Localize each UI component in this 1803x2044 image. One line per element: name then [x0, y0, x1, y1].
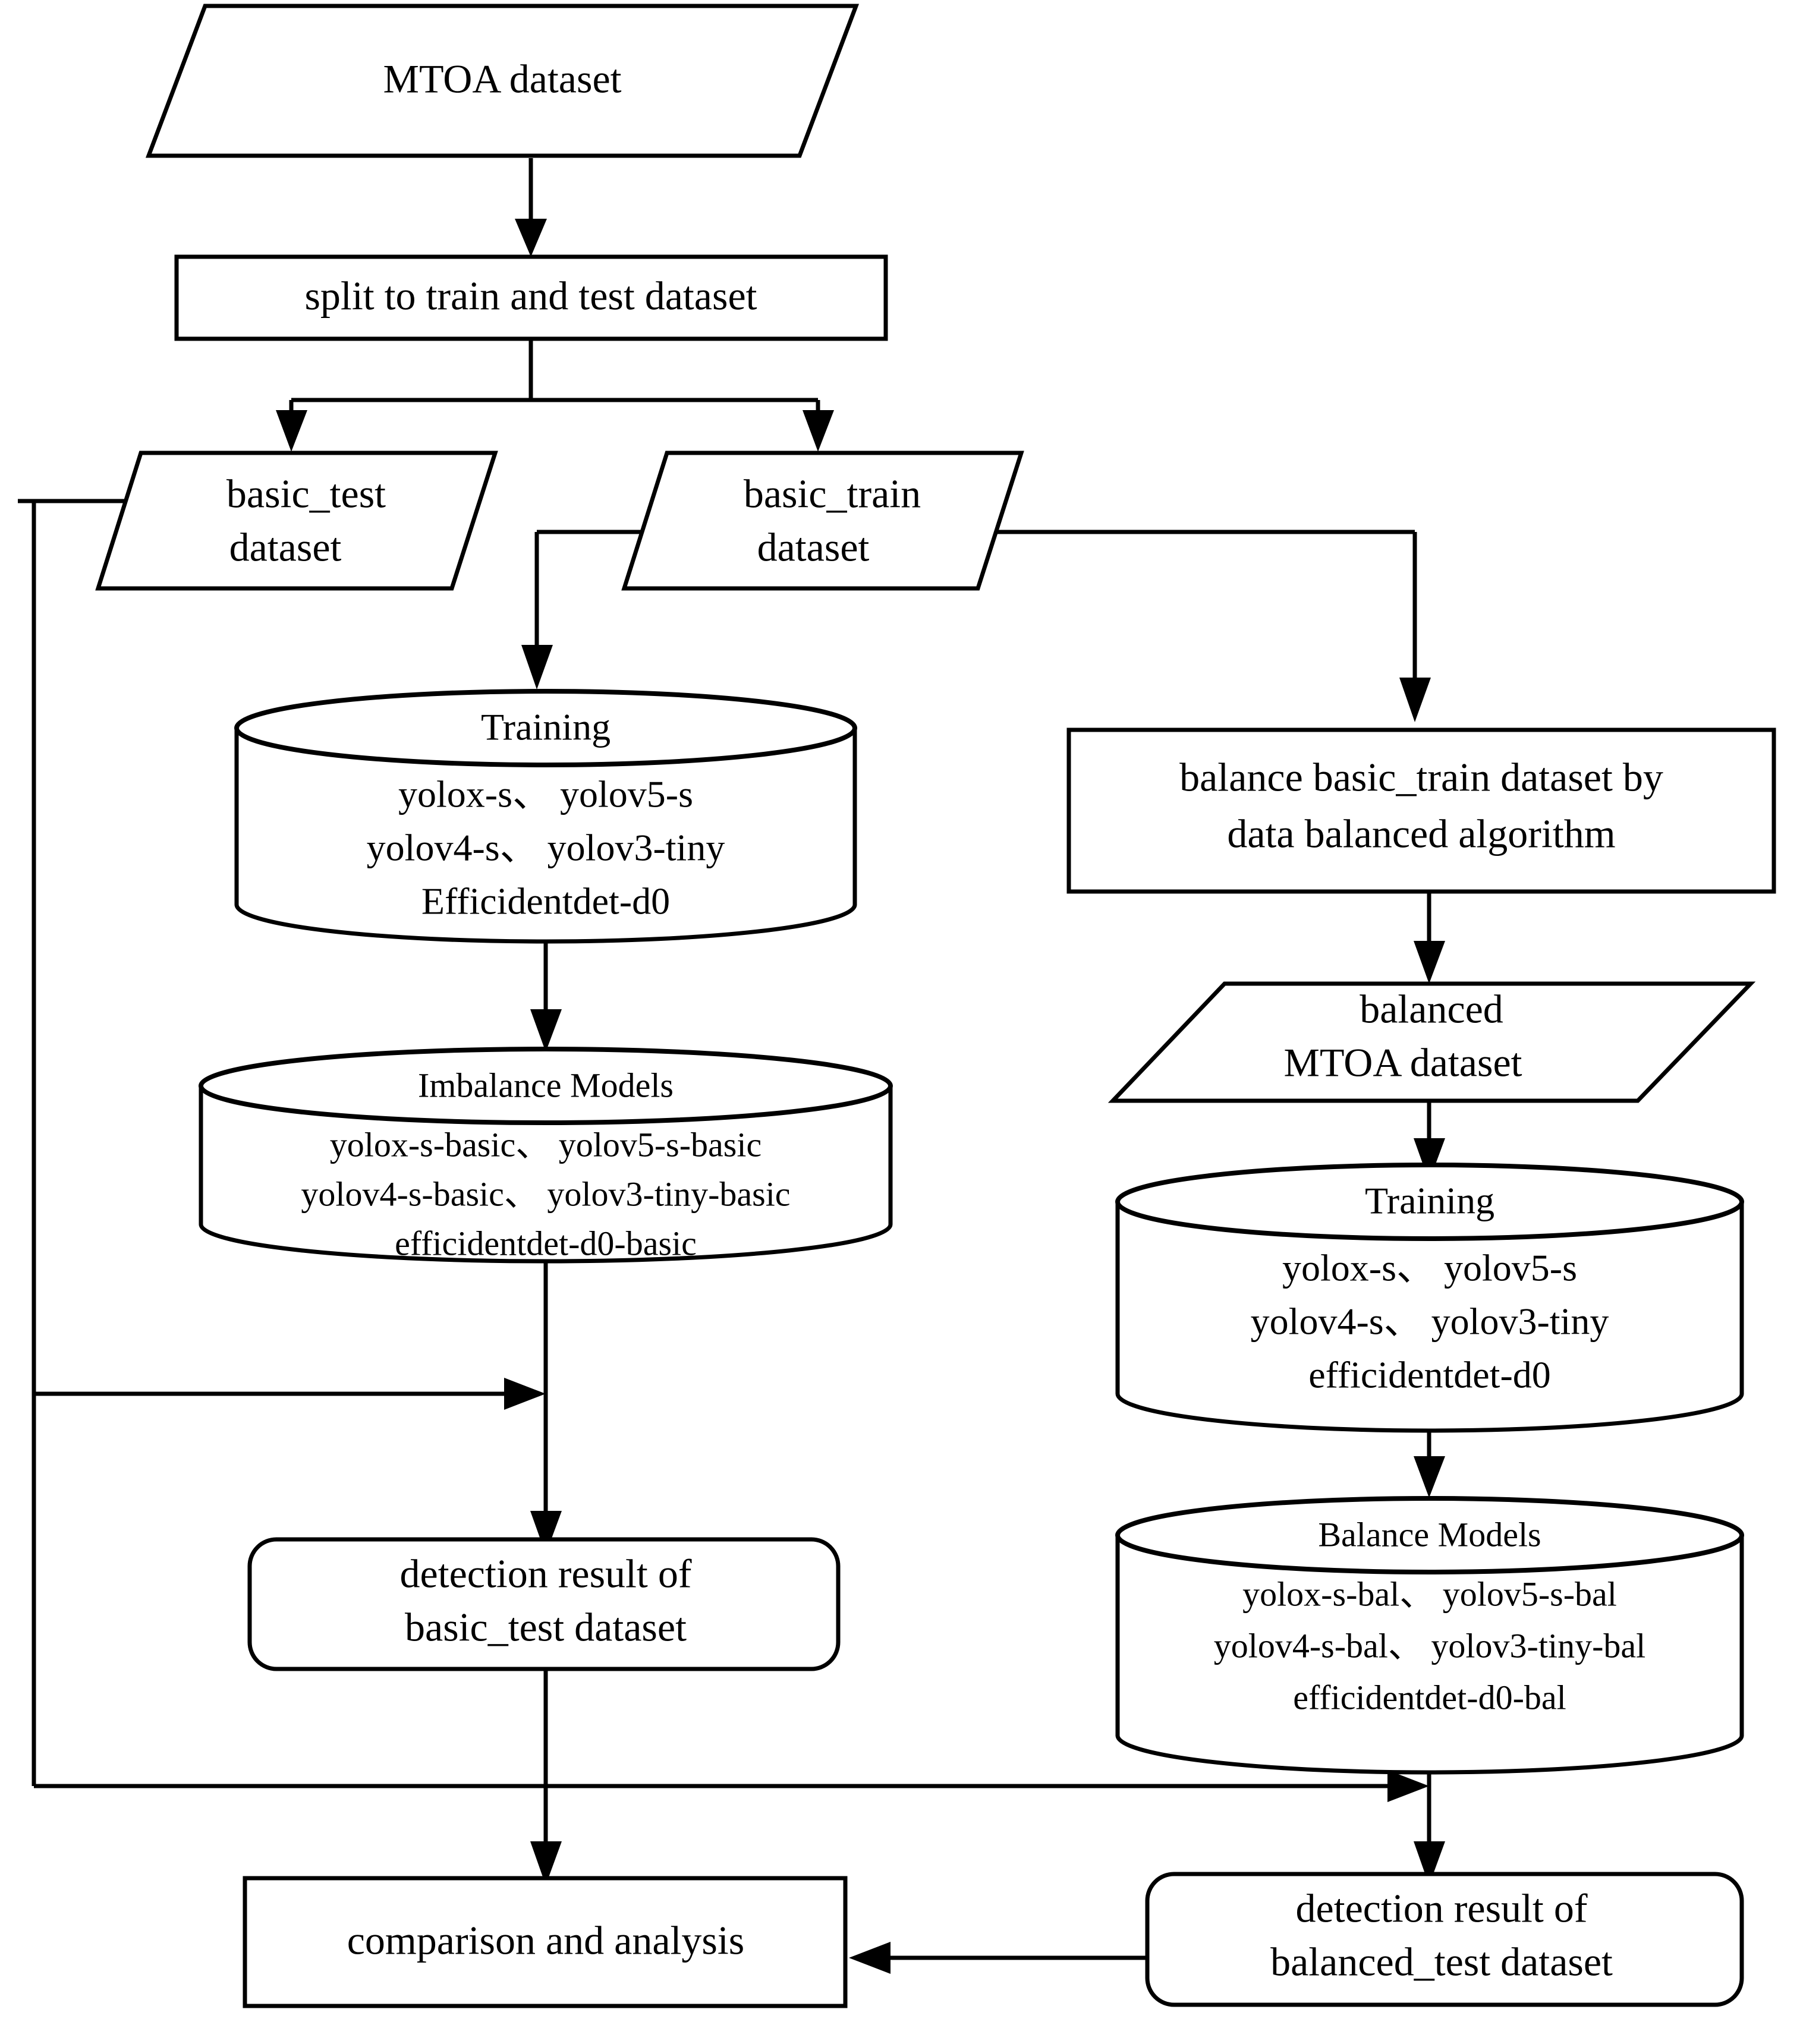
node-balanced-mtoa[interactable]: balanced MTOA dataset — [1107, 981, 1756, 1103]
balance-algorithm-line2: data balanced algorithm — [1227, 811, 1615, 856]
imbalance-models-line3: efficidentdet-d0-basic — [395, 1224, 697, 1262]
detect-balanced-shape[interactable] — [1145, 1872, 1744, 2007]
node-basic-test[interactable]: basic_test dataset — [95, 451, 498, 591]
balance-models-line3: efficidentdet-d0-bal — [1293, 1678, 1566, 1717]
imbalance-models-body[interactable] — [199, 1086, 893, 1264]
arrowhead-comparison-side-in — [849, 1942, 891, 1974]
node-detect-basic[interactable]: detection result of basic_test dataset — [247, 1537, 841, 1671]
balance-models-top[interactable] — [1115, 1496, 1744, 1574]
node-balance-models[interactable]: Balance Models yolox-s-bal、 yolov5-s-bal… — [1115, 1496, 1744, 1775]
training-left-line1: yolox-s、 yolov5-s — [398, 773, 693, 815]
arrowhead-detect-basic-in — [530, 1511, 562, 1554]
balance-models-line2: yolov4-s-bal、 yolov3-tiny-bal — [1214, 1626, 1646, 1665]
node-training-right[interactable]: Training yolox-s、 yolov5-s yolov4-s、 yol… — [1115, 1163, 1744, 1433]
mtoa-dataset-label: MTOA dataset — [383, 56, 621, 102]
arrowhead-detect-basic-side — [504, 1378, 546, 1410]
imbalance-models-top[interactable] — [199, 1047, 893, 1125]
imbalance-models-line2: yolov4-s-basic、 yolov3-tiny-basic — [301, 1174, 790, 1213]
arrowhead-balanced-mtoa-in — [1414, 941, 1445, 984]
balance-models-line1: yolox-s-bal、 yolov5-s-bal — [1242, 1574, 1617, 1613]
basic-test-label-line1: basic_test — [226, 471, 386, 516]
node-comparison[interactable]: comparison and analysis — [243, 1876, 848, 2008]
detect-balanced-line2: balanced_test dataset — [1270, 1939, 1613, 1985]
balanced-mtoa-shape[interactable] — [1107, 981, 1756, 1103]
node-basic-train[interactable]: basic_train dataset — [621, 451, 1024, 591]
arrowhead-balance-models-in — [1414, 1456, 1445, 1498]
balanced-mtoa-line2: MTOA dataset — [1283, 1040, 1522, 1085]
imbalance-models-title: Imbalance Models — [418, 1066, 674, 1104]
split-box-shape[interactable] — [174, 254, 888, 341]
basic-train-shape[interactable] — [621, 451, 1024, 591]
node-mtoa-dataset[interactable]: MTOA dataset — [145, 4, 860, 158]
training-right-title: Training — [1365, 1180, 1494, 1222]
detect-basic-line2: basic_test dataset — [405, 1605, 687, 1650]
training-right-line1: yolox-s、 yolov5-s — [1282, 1247, 1577, 1289]
arrowhead-comparison-top-in — [530, 1841, 562, 1885]
arrowhead-right-column-side — [1387, 1770, 1429, 1802]
arrowhead-detect-balanced-in — [1414, 1841, 1445, 1885]
comparison-label: comparison and analysis — [347, 1918, 745, 1963]
comparison-shape[interactable] — [243, 1876, 848, 2008]
training-left-body[interactable] — [234, 728, 857, 944]
arrowhead-basic-train-in — [803, 410, 834, 452]
basic-test-shape[interactable] — [95, 451, 498, 591]
basic-train-label-line1: basic_train — [744, 471, 921, 516]
training-right-top[interactable] — [1115, 1163, 1744, 1241]
balanced-mtoa-line1: balanced — [1360, 987, 1503, 1032]
split-box-label: split to train and test dataset — [304, 273, 757, 319]
training-left-top[interactable] — [234, 689, 857, 767]
training-right-line2: yolov4-s、 yolov3-tiny — [1251, 1300, 1609, 1343]
basic-train-label-line2: dataset — [757, 525, 870, 570]
detect-balanced-line1: detection result of — [1296, 1886, 1588, 1931]
arrowhead-split-in — [515, 219, 547, 257]
balance-models-body[interactable] — [1115, 1535, 1744, 1775]
training-right-line3: efficidentdet-d0 — [1308, 1354, 1551, 1396]
arrowhead-balance-algo-in — [1399, 678, 1431, 722]
training-left-line2: yolov4-s、 yolov3-tiny — [367, 827, 725, 869]
mtoa-dataset-shape[interactable] — [145, 4, 860, 158]
balance-algorithm-shape[interactable] — [1066, 727, 1776, 894]
arrowhead-basic-test-in — [276, 410, 307, 452]
training-left-line3: Efficidentdet-d0 — [421, 880, 670, 922]
detect-basic-line1: detection result of — [400, 1551, 692, 1596]
arrowhead-training-right-in — [1414, 1138, 1445, 1182]
node-balance-algorithm[interactable]: balance basic_train dataset by data bala… — [1066, 727, 1776, 894]
arrowhead-training-left-in — [521, 645, 553, 689]
detect-basic-shape[interactable] — [247, 1537, 841, 1671]
training-left-title: Training — [481, 706, 611, 748]
node-training-left[interactable]: Training yolox-s、 yolov5-s yolov4-s、 yol… — [234, 689, 857, 944]
node-imbalance-models[interactable]: Imbalance Models yolox-s-basic、 yolov5-s… — [199, 1047, 893, 1264]
imbalance-models-line1: yolox-s-basic、 yolov5-s-basic — [330, 1125, 762, 1164]
training-right-body[interactable] — [1115, 1202, 1744, 1433]
balance-algorithm-line1: balance basic_train dataset by — [1179, 755, 1663, 800]
arrowhead-imbalance-in — [530, 1009, 562, 1052]
balance-models-title: Balance Models — [1318, 1515, 1541, 1554]
node-split-box[interactable]: split to train and test dataset — [174, 254, 888, 341]
basic-test-label-line2: dataset — [229, 525, 342, 570]
node-detect-balanced[interactable]: detection result of balanced_test datase… — [1145, 1872, 1744, 2007]
